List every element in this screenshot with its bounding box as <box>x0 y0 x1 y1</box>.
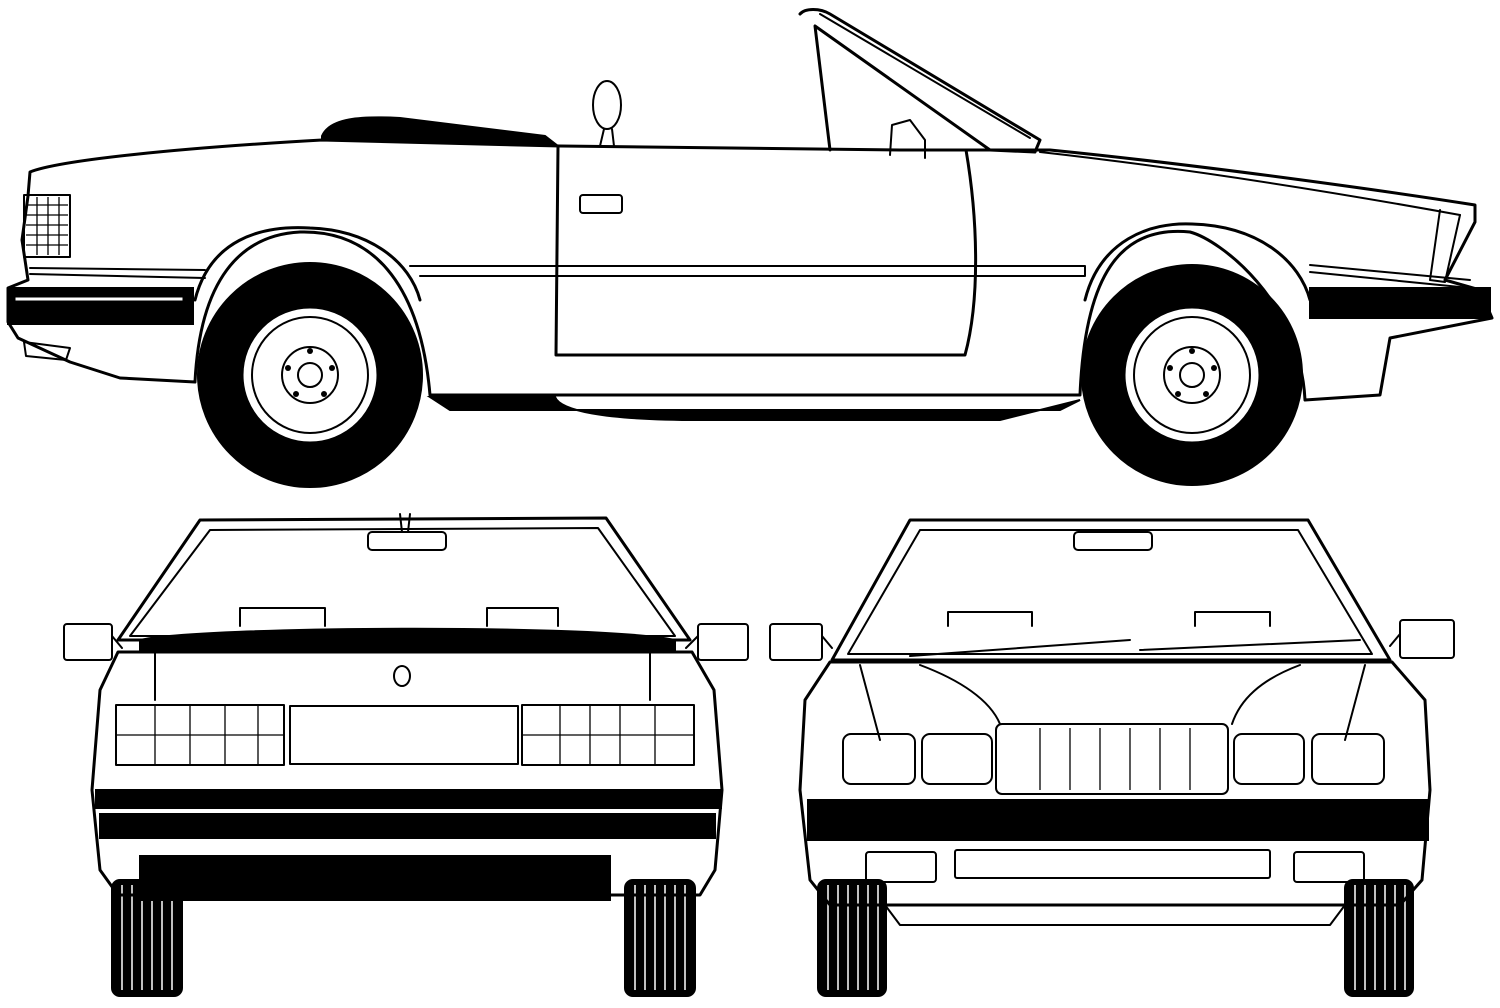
side-body-outline <box>6 138 1494 402</box>
front-grille <box>995 723 1229 795</box>
front-view-right-mirror <box>1399 619 1455 659</box>
side-door <box>554 144 978 357</box>
front-body-outline <box>798 660 1432 907</box>
rear-bumper-side <box>7 287 194 325</box>
front-windshield-frame <box>830 518 1392 662</box>
door-handle-side <box>579 194 623 214</box>
side-mirror <box>592 80 622 130</box>
car-side-view <box>6 8 1494 488</box>
rear-view-right-tire <box>624 879 696 997</box>
front-right-outer-headlight <box>1311 733 1385 785</box>
front-left-outer-headlight <box>842 733 916 785</box>
side-seat <box>889 119 926 159</box>
rear-body-outline <box>90 650 724 897</box>
car-rear-view <box>63 513 749 997</box>
front-air-intake <box>954 849 1271 879</box>
car-front-view <box>769 518 1455 997</box>
rear-view-inner-mirror <box>367 531 447 551</box>
front-left-inner-headlight <box>921 733 993 785</box>
rear-windshield-frame <box>116 516 692 642</box>
rear-plate-area <box>289 705 519 765</box>
front-bumper-side <box>1309 287 1491 319</box>
front-right-inner-headlight <box>1233 733 1305 785</box>
front-view-right-tire <box>1344 879 1414 997</box>
front-wheel-side <box>1081 264 1303 486</box>
rear-wheel-side <box>197 262 423 488</box>
front-bumper-front-view <box>807 799 1429 841</box>
front-right-fog-light <box>1293 851 1365 883</box>
front-view-inner-mirror <box>1073 531 1153 551</box>
rear-view-right-mirror <box>697 623 749 661</box>
rear-underbody <box>139 855 611 901</box>
rear-bumper-rear-view <box>95 789 722 809</box>
front-view-left-mirror <box>769 623 823 661</box>
rear-view-left-mirror <box>63 623 113 661</box>
front-view-left-tire <box>817 879 887 997</box>
front-left-fog-light <box>865 851 937 883</box>
side-tail-light <box>23 194 71 258</box>
side-windshield <box>798 8 1042 154</box>
rear-badge-icon <box>393 665 411 687</box>
folded-roof <box>321 116 562 148</box>
rear-tonneau <box>139 627 676 653</box>
